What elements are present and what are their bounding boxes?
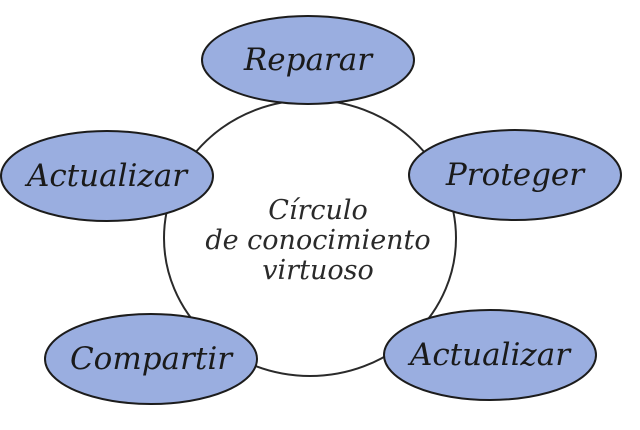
- node-actualizar-left: Actualizar: [0, 130, 214, 222]
- node-compartir: Compartir: [44, 313, 258, 405]
- center-label-line-3: virtuoso: [262, 255, 373, 286]
- node-compartir-label: Compartir: [70, 341, 234, 377]
- node-actualizar-right: Actualizar: [383, 309, 597, 401]
- center-label-line-2: de conocimiento: [205, 225, 430, 256]
- node-actualizar-right-label: Actualizar: [407, 337, 572, 373]
- node-proteger-label: Proteger: [445, 157, 586, 193]
- node-reparar-label: Reparar: [243, 42, 374, 78]
- node-actualizar-left-label: Actualizar: [24, 158, 189, 194]
- node-reparar: Reparar: [201, 15, 415, 105]
- center-label-line-1: Círculo: [268, 195, 368, 226]
- node-proteger: Proteger: [408, 129, 622, 221]
